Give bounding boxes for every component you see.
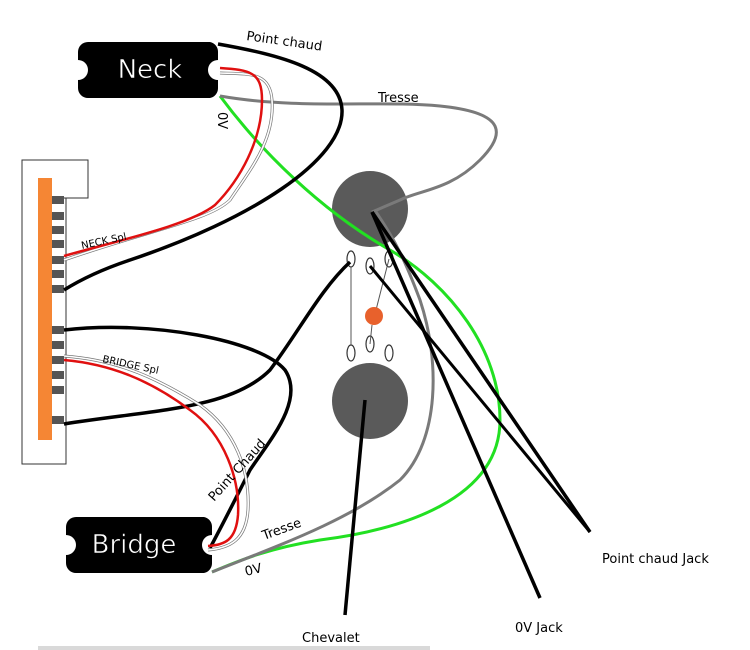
switch-lug (52, 256, 64, 264)
capacitor-body (365, 307, 383, 325)
switch-lug (52, 356, 64, 364)
neck-ground-wire (211, 95, 502, 574)
tone-pot (332, 363, 408, 439)
neck-split-label: NECK Spl (80, 232, 127, 252)
bridge-pickup-label: Bridge (92, 530, 177, 560)
capacitor-leg (369, 324, 373, 345)
switch-lug (52, 226, 64, 234)
neck-split-companion (63, 71, 274, 262)
jack-hot-link-wire (368, 265, 592, 533)
neck-pickup: Neck (78, 42, 219, 98)
switch-lug (52, 196, 64, 204)
bridge-pickup-body (66, 517, 213, 573)
jack-ground-wire (370, 211, 542, 599)
bridge-pickup: Bridge (66, 517, 213, 573)
bridge-ground-label: 0V (243, 561, 263, 580)
neck-split-wire (63, 66, 274, 262)
neck-pickup-body (78, 42, 219, 98)
switch-lug (52, 386, 64, 394)
jack-hot-wire (370, 211, 592, 533)
jack-ground-caption: 0V Jack (515, 621, 563, 636)
switch-lug (52, 240, 64, 248)
switch-lug (52, 270, 64, 278)
capacitor (365, 258, 390, 345)
bridge-split-red (63, 358, 240, 548)
switch-to-volume-wire (63, 260, 352, 426)
pot-lug (384, 344, 394, 362)
bridge-ground-caption: Chevalet (302, 631, 360, 646)
volume-pot (332, 171, 408, 247)
switch-body (38, 178, 52, 440)
switch-lug (52, 285, 64, 293)
neck-hot-wire (63, 42, 344, 292)
capacitor-leg (375, 258, 390, 311)
bridge-split-label: BRIDGE Spl (101, 354, 159, 377)
switch-lug (52, 341, 64, 349)
switch-lug (52, 416, 64, 424)
bridge-braid-label: Tresse (259, 516, 303, 544)
switch-lugs (52, 196, 64, 424)
selector-switch (21, 159, 89, 465)
neck-pickup-label: Neck (118, 55, 183, 85)
neck-ground-label: 0V (214, 112, 229, 129)
switch-lug (52, 326, 64, 334)
bridge-ground-wire (343, 399, 367, 616)
jack-hot-caption: Point chaud Jack (602, 552, 709, 567)
bridge-split-wire (63, 354, 250, 552)
neck-braid-label: Tresse (377, 91, 419, 106)
pot-lug (346, 344, 356, 362)
neck-split-companion-core (63, 72, 273, 261)
neck-split-red (63, 66, 264, 258)
neck-braid-wire (219, 94, 498, 214)
horizontal-scrollbar[interactable] (38, 646, 430, 650)
switch-lug (52, 212, 64, 220)
bridge-braid-wire (211, 211, 435, 574)
switch-lug (52, 371, 64, 379)
bridge-split-companion-core (63, 355, 249, 551)
